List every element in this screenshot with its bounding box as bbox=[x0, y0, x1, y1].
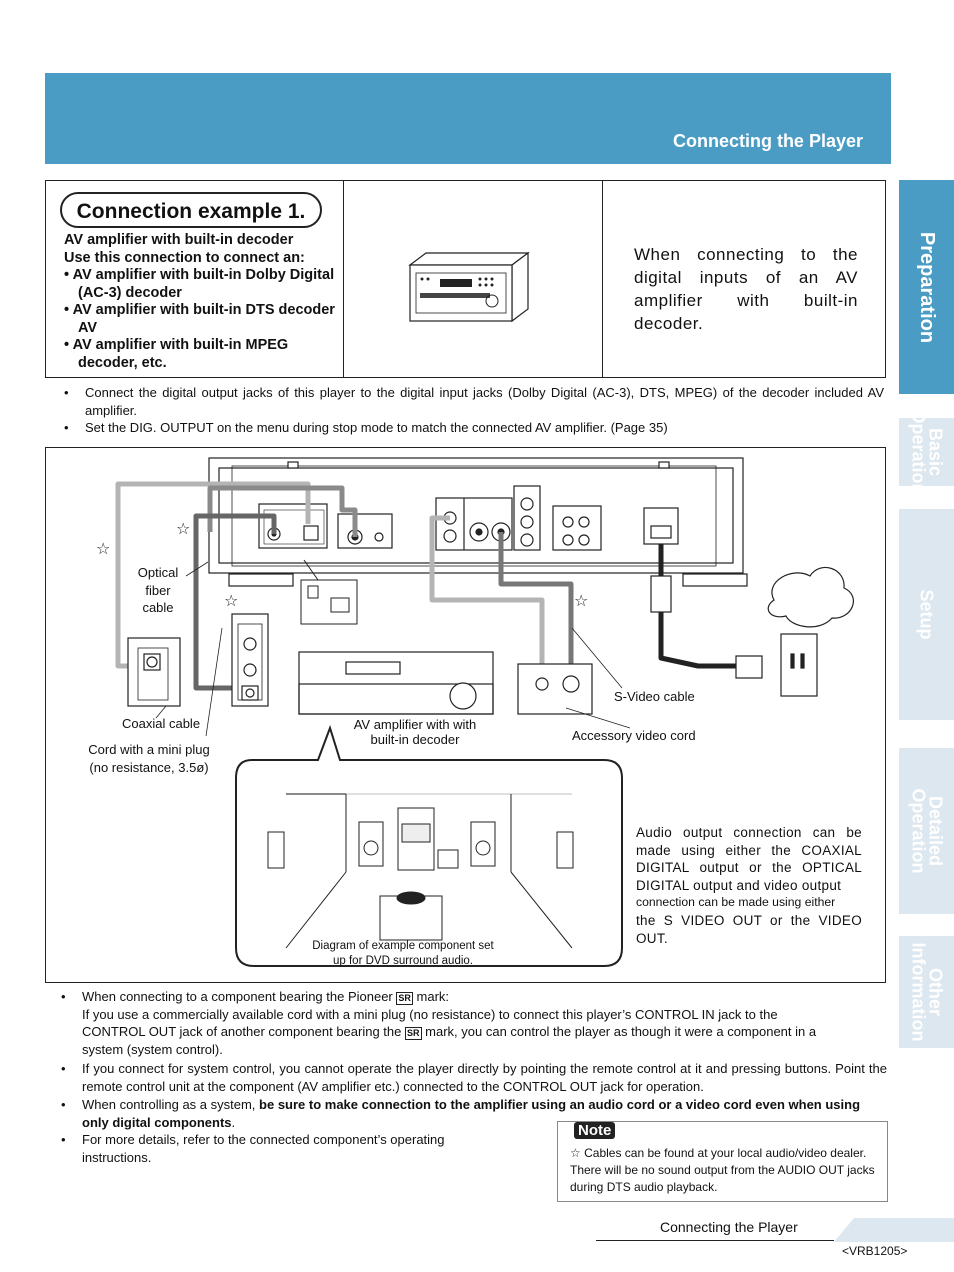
amplifier-label: AV amplifier with with built-in decoder bbox=[336, 717, 494, 747]
wiring-diagram: ☆ ☆ ☆ ☆ bbox=[96, 457, 854, 967]
power-cord bbox=[658, 544, 736, 669]
note-text: If you connect for system control, you c… bbox=[82, 1061, 887, 1094]
note-text: mark, you can control the player as thou… bbox=[425, 1024, 817, 1039]
note-text: system (system control). bbox=[82, 1041, 223, 1057]
requirement-item: • AV amplifier with built-in Dolby Digit… bbox=[64, 267, 335, 301]
requirement-subheading: Use this connection to connect an: bbox=[64, 249, 305, 266]
star-mark: ☆ bbox=[224, 591, 238, 610]
tab-preparation[interactable]: Preparation bbox=[899, 180, 954, 394]
note-text: Connect the digital output jacks of this… bbox=[85, 385, 884, 418]
page-section-title: Connecting the Player bbox=[672, 131, 863, 151]
coaxial-cable-label: Coaxial cable bbox=[122, 716, 201, 731]
room-illustration bbox=[267, 793, 574, 949]
cloud bbox=[767, 566, 854, 628]
mini-plug-label-line: (no resistance, 3.5ø) bbox=[89, 759, 209, 775]
tab-other-line2: Information bbox=[908, 942, 929, 1042]
pioneer-sr-mark-icon: SR bbox=[405, 1027, 422, 1040]
amp-label-line: built-in decoder bbox=[370, 732, 460, 747]
bottom-note-system: • When connecting to a component bearing… bbox=[61, 988, 887, 1058]
tab-setup[interactable]: Setup bbox=[899, 509, 954, 720]
note-text: . bbox=[231, 1114, 236, 1130]
note-text: Set the DIG. OUTPUT on the menu during s… bbox=[85, 420, 668, 435]
room-caption-line: Diagram of example component set bbox=[312, 940, 494, 952]
requirement-heading: AV amplifier with built-in decoder bbox=[64, 232, 294, 248]
room-caption: Diagram of example component set up for … bbox=[296, 939, 510, 969]
svideo-cable bbox=[498, 532, 574, 680]
note-heading: mark: bbox=[416, 989, 450, 1004]
accessory-video-cord-label: Accessory video cord bbox=[572, 728, 696, 743]
document-code: <VRB1205> bbox=[842, 1244, 908, 1258]
svideo-cable-label: S-Video cable bbox=[614, 689, 695, 704]
amp-label-line: AV amplifier with with bbox=[353, 717, 477, 732]
optical-plug-illustration bbox=[300, 559, 358, 625]
coaxial-cable bbox=[207, 485, 358, 537]
av-amplifier-illustration bbox=[408, 251, 530, 323]
note-box-line: Cables can be found at your local audio/… bbox=[584, 1146, 867, 1160]
note-text: When controlling as a system, bbox=[82, 1097, 256, 1112]
audio-output-note: Audio output connection can be made usin… bbox=[636, 824, 862, 947]
power-plug bbox=[650, 575, 818, 697]
tab-setup-label: Setup bbox=[916, 589, 937, 640]
optical-cable-label: Optical fiber cable bbox=[122, 564, 194, 617]
star-mark: ☆ bbox=[176, 519, 190, 538]
page-number-tab bbox=[834, 1218, 954, 1242]
tab-preparation-label: Preparation bbox=[916, 231, 938, 343]
note-text: CONTROL OUT jack of another component be… bbox=[82, 1024, 402, 1039]
divider bbox=[602, 181, 603, 377]
pioneer-sr-mark-icon: SR bbox=[396, 992, 413, 1005]
requirement-item: • AV amplifier with built-in MPEG decode… bbox=[64, 337, 289, 371]
connection-example-box: Connection example 1. AV amplifier with … bbox=[45, 180, 886, 378]
mini-plug-label: Cord with a mini plug (no resistance, 3.… bbox=[66, 741, 232, 776]
connection-requirements: AV amplifier with built-in decoder Use t… bbox=[64, 232, 344, 372]
room-caption-line: up for DVD surround audio. bbox=[333, 955, 473, 967]
tab-basic-line2: Operation bbox=[908, 409, 929, 495]
optical-label-line: fiber bbox=[145, 582, 171, 598]
note-box: Note ☆ Cables can be found at your local… bbox=[557, 1121, 888, 1202]
note-text: For more details, refer to the connected… bbox=[82, 1132, 445, 1165]
footer-rule bbox=[596, 1240, 834, 1241]
header-bar: Connecting the Player bbox=[45, 73, 891, 164]
connection-description: When connecting to the digital inputs of… bbox=[634, 245, 858, 333]
optical-label-line: Optical bbox=[137, 565, 179, 580]
note-box-line: There will be no sound output from the A… bbox=[570, 1163, 875, 1194]
star-icon: ☆ bbox=[570, 1146, 581, 1160]
amplifier-input-jacks bbox=[127, 613, 593, 715]
tab-other-line1: Other bbox=[925, 967, 946, 1016]
tab-detailed-line2: Operation bbox=[908, 788, 929, 874]
bottom-note-details: • For more details, refer to the connect… bbox=[61, 1131, 501, 1166]
bottom-note-remote: • If you connect for system control, you… bbox=[61, 1061, 887, 1094]
mini-plug-label-line: Cord with a mini plug bbox=[88, 742, 210, 757]
footer-section: Connecting the Player bbox=[660, 1219, 798, 1235]
star-mark: ☆ bbox=[574, 591, 588, 610]
audio-note-text: Audio output connection can be made usin… bbox=[636, 825, 862, 893]
note-tag: Note bbox=[574, 1122, 616, 1139]
tab-detailed-line1: Detailed bbox=[925, 795, 946, 867]
note-item: • Connect the digital output jacks of th… bbox=[64, 385, 884, 418]
optical-label-line: cable bbox=[142, 600, 174, 615]
note-item: • Set the DIG. OUTPUT on the menu during… bbox=[64, 419, 884, 437]
note-heading: When connecting to a component bearing t… bbox=[82, 989, 393, 1004]
accessory-video-cord bbox=[429, 515, 545, 680]
note-text: If you use a commercially available cord… bbox=[82, 1006, 778, 1022]
requirement-item: • AV amplifier with built-in DTS decoder… bbox=[64, 302, 335, 336]
tab-basic-line1: Basic bbox=[925, 427, 946, 477]
audio-note-text: the S VIDEO OUT or the VIDEO OUT. bbox=[636, 912, 862, 946]
audio-note-text: connection can be made using either bbox=[636, 895, 836, 910]
note-emphasis: be sure to make connection to the amplif… bbox=[82, 1097, 861, 1130]
bottom-note-digital: • When controlling as a system, be sure … bbox=[61, 1097, 861, 1130]
star-mark: ☆ bbox=[96, 539, 110, 558]
connection-example-title: Connection example 1. bbox=[60, 192, 322, 228]
player-rear-panel bbox=[208, 457, 748, 587]
connection-diagram bbox=[45, 447, 886, 983]
note-box-text: ☆ Cables can be found at your local audi… bbox=[570, 1145, 880, 1196]
divider bbox=[343, 181, 344, 377]
